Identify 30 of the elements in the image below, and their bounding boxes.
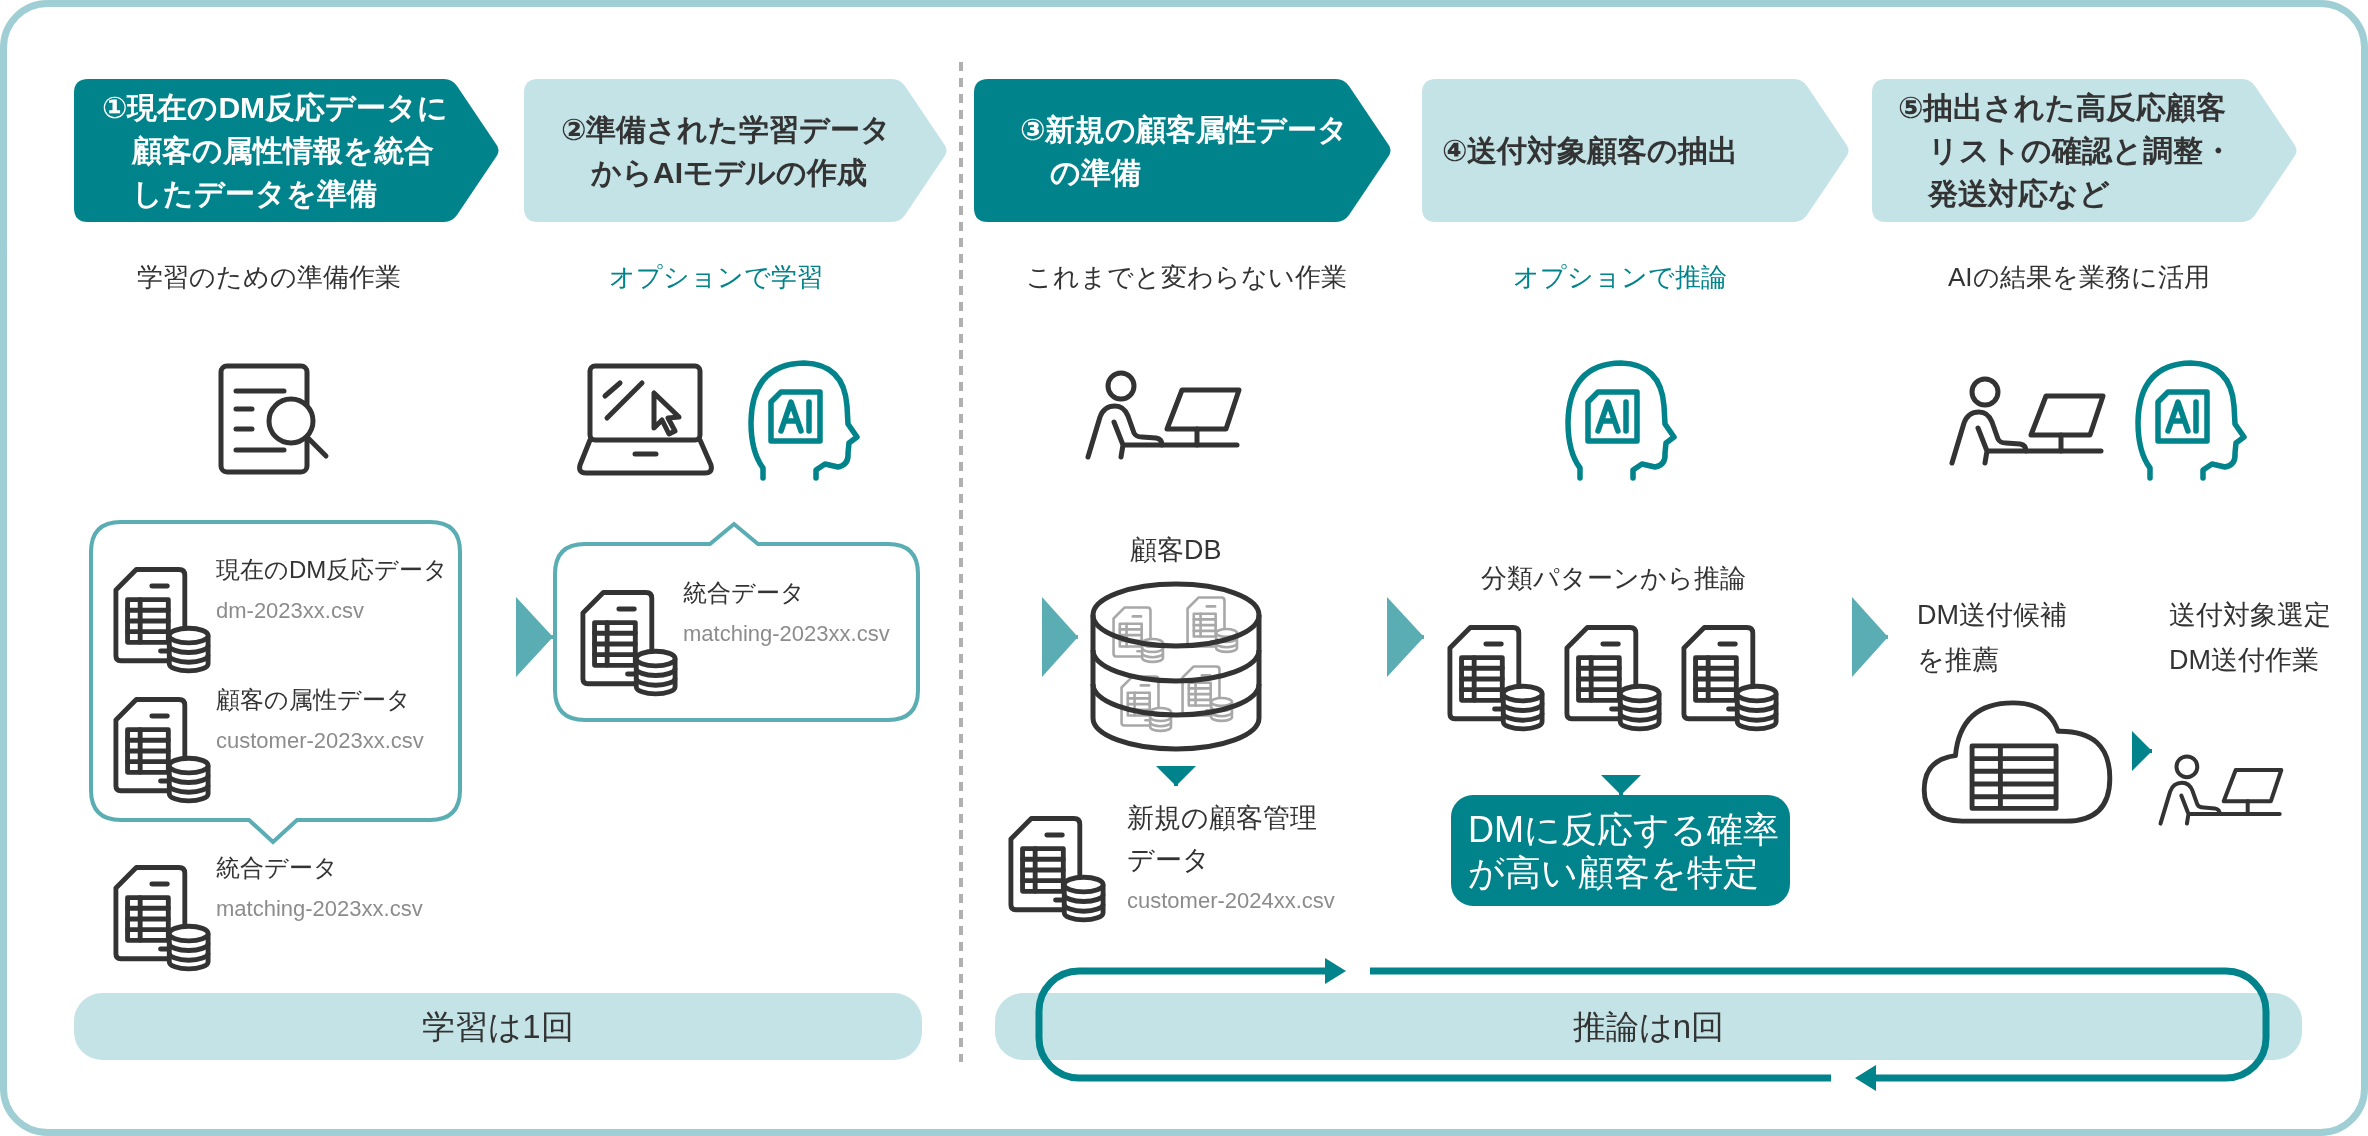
step-note: オプションで推論	[1513, 261, 1727, 293]
step-banner: ②準備された学習データからAIモデルの作成	[524, 79, 948, 222]
summary-band: 学習は1回	[74, 993, 922, 1060]
result-box: DMに反応する確率が高い顧客を特定	[1451, 795, 1790, 906]
file-title: 統合データ	[216, 853, 338, 883]
file-title: 顧客の属性データ	[216, 685, 411, 715]
database-label: 顧客DB	[1130, 535, 1222, 565]
file-name: matching-2023xx.csv	[216, 896, 423, 922]
node-label: 送付対象選定	[2169, 599, 2331, 632]
callout-bubble	[89, 520, 462, 844]
node-label: 分類パターンから推論	[1480, 563, 1746, 593]
step-banner: ④送付対象顧客の抽出	[1422, 79, 1850, 222]
file-name: dm-2023xx.csv	[216, 598, 364, 624]
file-title: 現在のDM反応データ	[216, 555, 449, 585]
file-name: customer-2023xx.csv	[216, 728, 424, 754]
file-title: 統合データ	[683, 578, 805, 608]
step-banner: ⑤抽出された高反応顧客リストの確認と調整・発送対応など	[1872, 79, 2298, 222]
step-note: これまでと変わらない作業	[1025, 261, 1347, 293]
file-name: matching-2023xx.csv	[683, 621, 890, 647]
step-note: 学習のための準備作業	[137, 261, 401, 293]
step-banner: ③新規の顧客属性データの準備	[974, 79, 1392, 222]
file-title: 新規の顧客管理データ	[1127, 802, 1318, 877]
callout-bubble	[553, 522, 920, 722]
step-banner: ①現在のDM反応データに顧客の属性情報を統合したデータを準備	[74, 79, 500, 222]
step-note: AIの結果を業務に活用	[1948, 261, 2210, 293]
step-note: オプションで学習	[609, 261, 823, 293]
node-label: DM送付候補を推薦	[1917, 599, 2068, 677]
node-label: DM送付作業	[2169, 644, 2319, 677]
file-name: customer-2024xx.csv	[1127, 888, 1335, 914]
summary-band: 推論はn回	[995, 993, 2302, 1060]
